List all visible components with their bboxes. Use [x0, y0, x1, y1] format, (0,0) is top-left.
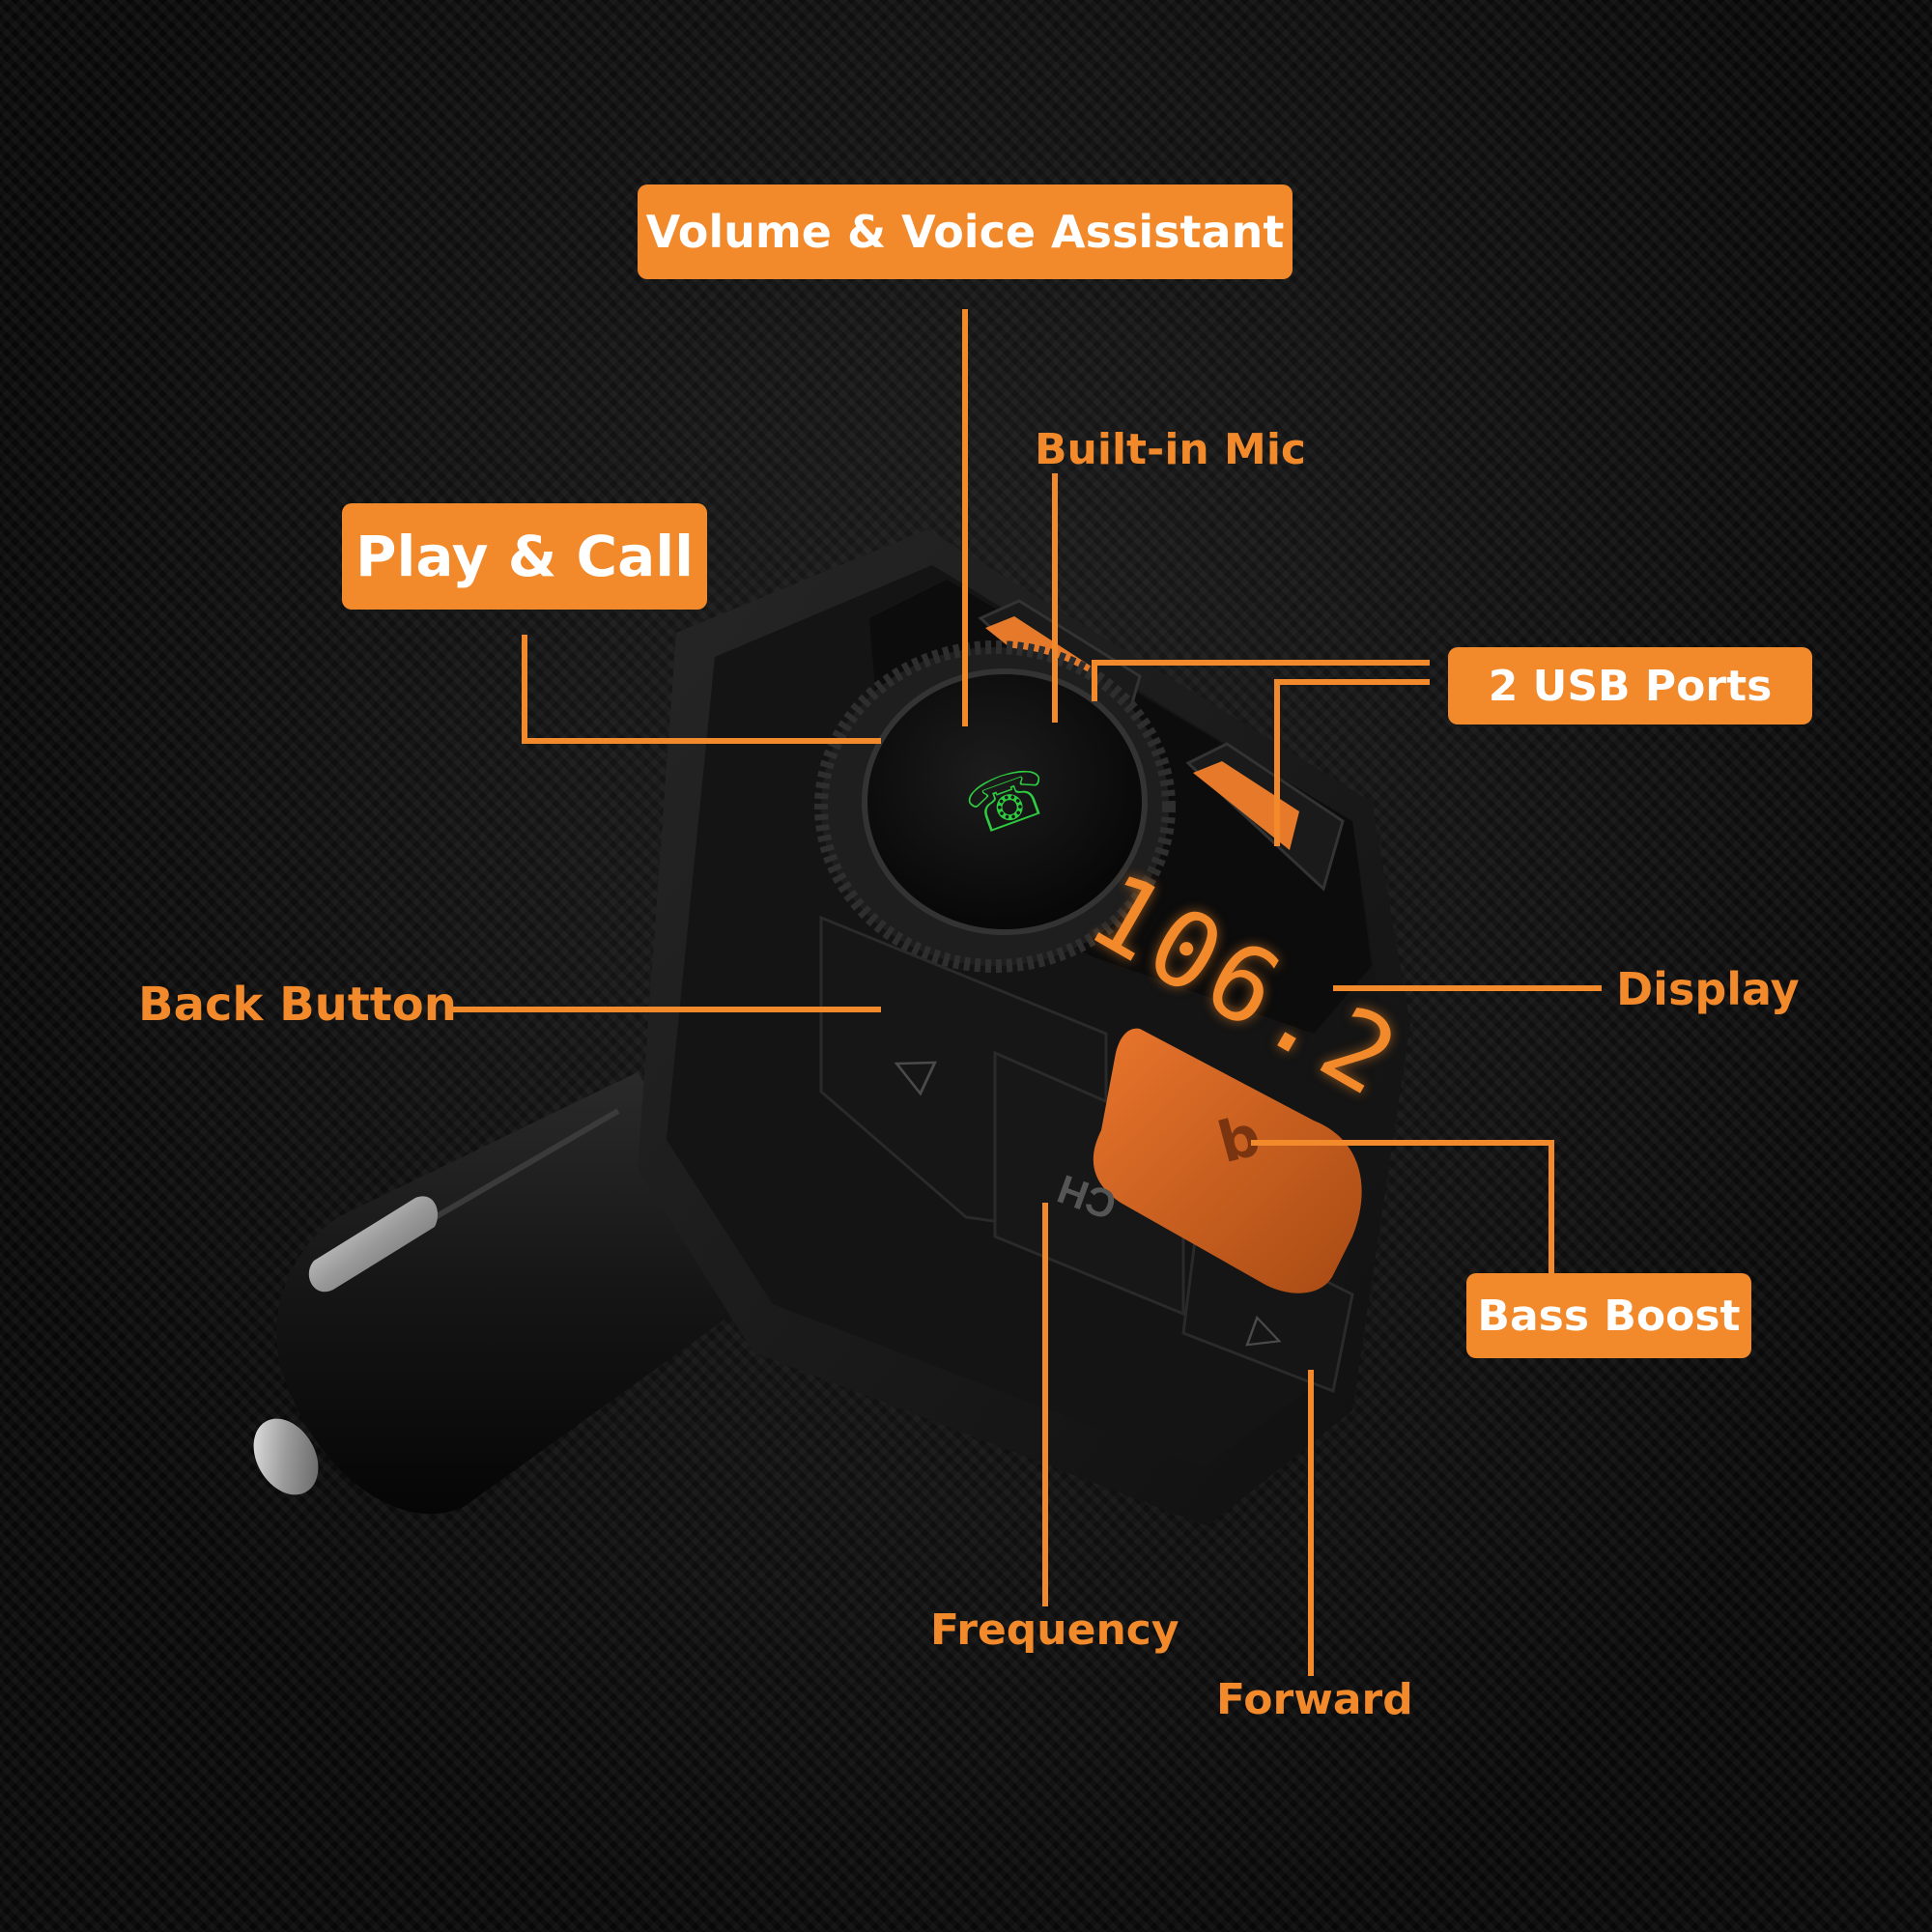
- label-bass-boost: Bass Boost: [1466, 1273, 1751, 1358]
- volume-knob: [814, 640, 1176, 973]
- label-frequency: Frequency: [930, 1605, 1179, 1655]
- label-builtin-mic: Built-in Mic: [1035, 425, 1306, 474]
- label-usb-ports: 2 USB Ports: [1448, 647, 1812, 724]
- metal-side-contact: [308, 1196, 439, 1293]
- label-volume-voice-assistant: Volume & Voice Assistant: [638, 185, 1293, 279]
- label-back-button: Back Button: [138, 978, 457, 1032]
- label-display: Display: [1616, 963, 1800, 1015]
- label-play-call: Play & Call: [342, 503, 707, 610]
- label-forward: Forward: [1216, 1675, 1413, 1724]
- metal-tip-contact: [253, 1418, 319, 1495]
